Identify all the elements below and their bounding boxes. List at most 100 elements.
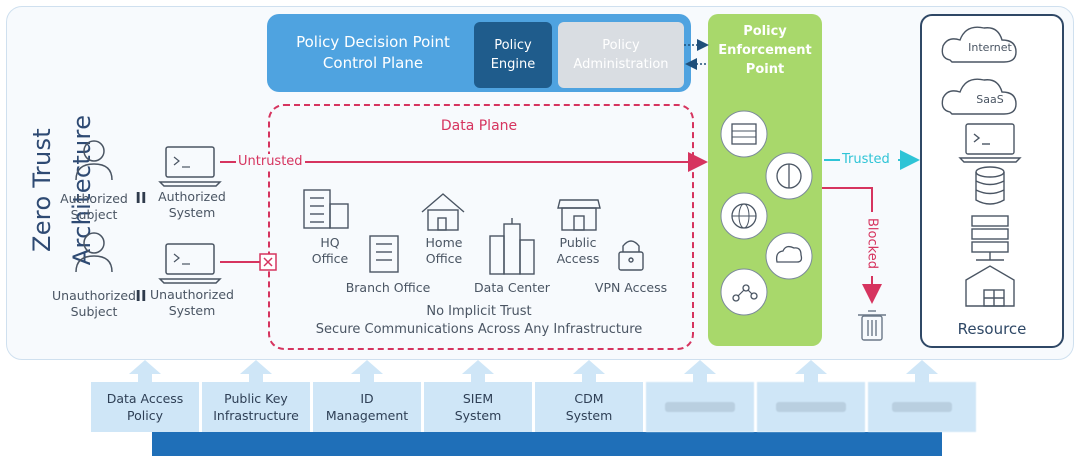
up-arrow-stem bbox=[915, 373, 929, 383]
bottom-item-line2: System bbox=[454, 408, 502, 423]
untrusted-label: Untrusted bbox=[236, 154, 305, 169]
up-arrow-stem bbox=[138, 373, 152, 383]
up-arrow-stem bbox=[804, 373, 818, 383]
bottom-item-line1: Public Key bbox=[224, 391, 288, 406]
unauthorized-subject-label: Unauthorized Subject bbox=[50, 288, 138, 320]
up-arrow-icon bbox=[906, 360, 938, 374]
up-arrow-stem bbox=[249, 373, 263, 383]
resource-label: Resource bbox=[957, 320, 1027, 338]
data-plane-title: Data Plane bbox=[440, 118, 518, 134]
policy-administration-box: Policy Administration bbox=[558, 22, 684, 88]
authorized-system-label: Authorized System bbox=[150, 189, 234, 221]
internet-label: Internet bbox=[968, 41, 1012, 54]
up-arrow-stem bbox=[471, 373, 485, 383]
foundation-bar bbox=[152, 432, 942, 456]
vpn-access-label: VPN Access bbox=[594, 280, 668, 295]
engine-line2: Engine bbox=[490, 57, 536, 72]
laptop-icon bbox=[158, 243, 222, 284]
blocked-x-icon bbox=[259, 253, 277, 271]
public-line1: Public bbox=[559, 235, 597, 250]
cloud-apps-icon bbox=[765, 232, 813, 280]
database-icon bbox=[975, 166, 1005, 205]
bottom-item-obscured bbox=[757, 382, 865, 432]
person-icon bbox=[75, 232, 113, 273]
bottom-item-obscured bbox=[646, 382, 754, 432]
unauthorized-system-label: Unauthorized System bbox=[144, 287, 240, 319]
padlock-icon bbox=[618, 240, 644, 271]
up-arrow-icon bbox=[795, 360, 827, 374]
warehouse-icon bbox=[965, 265, 1015, 307]
server-rack-icon bbox=[971, 215, 1009, 261]
bottom-item-siem-system: SIEM System bbox=[424, 382, 532, 432]
storefront-icon bbox=[557, 199, 601, 231]
bottom-item-line2: Infrastructure bbox=[213, 408, 299, 423]
pdp-title-line2: Control Plane bbox=[322, 54, 424, 72]
home-line2: Office bbox=[425, 251, 463, 266]
admin-line1: Policy bbox=[602, 38, 640, 53]
home-line1: Home bbox=[425, 235, 463, 250]
public-access-label: Public Access bbox=[548, 235, 608, 267]
building-icon bbox=[303, 189, 349, 229]
engine-line1: Policy bbox=[494, 38, 532, 53]
bottom-item-line1: SIEM bbox=[462, 391, 494, 406]
up-arrow-stem bbox=[360, 373, 374, 383]
bottom-item-public-key-infrastructure: Public Key Infrastructure bbox=[202, 382, 310, 432]
data-center-label: Data Center bbox=[474, 280, 550, 295]
bottom-item-line1: CDM bbox=[574, 391, 604, 406]
house-icon bbox=[421, 193, 465, 231]
bottom-item-cdm-system: CDM System bbox=[535, 382, 643, 432]
unauthorized-subject-line1: Unauthorized bbox=[52, 288, 136, 303]
person-icon bbox=[75, 140, 113, 181]
pep-line3: Point bbox=[745, 62, 785, 77]
trusted-label: Trusted bbox=[842, 152, 890, 167]
bottom-item-data-access-policy: Data Access Policy bbox=[91, 382, 199, 432]
bottom-item-obscured bbox=[868, 382, 976, 432]
unauthorized-system-line2: System bbox=[168, 303, 216, 318]
globe-network-icon bbox=[720, 192, 768, 240]
skyscraper-icon bbox=[489, 218, 535, 275]
cloud-icon bbox=[941, 78, 1017, 115]
up-arrow-icon bbox=[573, 360, 605, 374]
tagline-line1: No Implicit Trust bbox=[426, 304, 532, 319]
tagline: No Implicit Trust Secure Communications … bbox=[268, 303, 690, 339]
pair-mark: II bbox=[135, 287, 147, 305]
cloud-icon bbox=[941, 26, 1017, 63]
blocked-label: Blocked bbox=[864, 218, 880, 269]
trash-icon bbox=[858, 310, 886, 341]
hq-line2: Office bbox=[311, 251, 349, 266]
pep-title: Policy Enforcement Point bbox=[708, 22, 822, 79]
bottom-item-line2: System bbox=[565, 408, 613, 423]
up-arrow-stem bbox=[693, 373, 707, 383]
compass-icon bbox=[765, 152, 813, 200]
public-line2: Access bbox=[556, 251, 600, 266]
up-arrow-icon bbox=[462, 360, 494, 374]
authorized-subject-line1: Authorized bbox=[60, 191, 128, 206]
pep-line1: Policy bbox=[743, 24, 787, 39]
resource-panel bbox=[920, 14, 1064, 348]
firewall-icon bbox=[720, 110, 768, 158]
laptop-icon bbox=[958, 123, 1022, 163]
up-arrow-icon bbox=[684, 360, 716, 374]
bottom-item-line1: Data Access bbox=[106, 391, 184, 406]
data-plane-boundary bbox=[268, 104, 694, 350]
up-arrow-icon bbox=[351, 360, 383, 374]
unauthorized-system-line1: Unauthorized bbox=[150, 287, 234, 302]
blocked-arrow bbox=[822, 187, 873, 212]
up-arrow-icon bbox=[240, 360, 272, 374]
authorized-subject-label: Authorized Subject bbox=[56, 191, 132, 223]
bottom-item-line1: ID bbox=[360, 391, 374, 406]
pdp-title-line1: Policy Decision Point bbox=[296, 33, 450, 51]
saas-label: SaaS bbox=[976, 93, 1004, 106]
authorized-system-line2: System bbox=[168, 205, 216, 220]
hq-office-label: HQ Office bbox=[300, 235, 360, 267]
branch-office-label: Branch Office bbox=[345, 280, 431, 295]
up-arrow-icon bbox=[129, 360, 161, 374]
pep-line2: Enforcement bbox=[718, 43, 812, 58]
pair-mark: II bbox=[135, 189, 147, 207]
home-office-label: Home Office bbox=[414, 235, 474, 267]
tagline-line2: Secure Communications Across Any Infrast… bbox=[315, 322, 643, 337]
unauthorized-subject-line2: Subject bbox=[70, 304, 118, 319]
pdp-title: Policy Decision Point Control Plane bbox=[278, 32, 468, 74]
network-nodes-icon bbox=[720, 268, 768, 316]
up-arrow-stem bbox=[582, 373, 596, 383]
